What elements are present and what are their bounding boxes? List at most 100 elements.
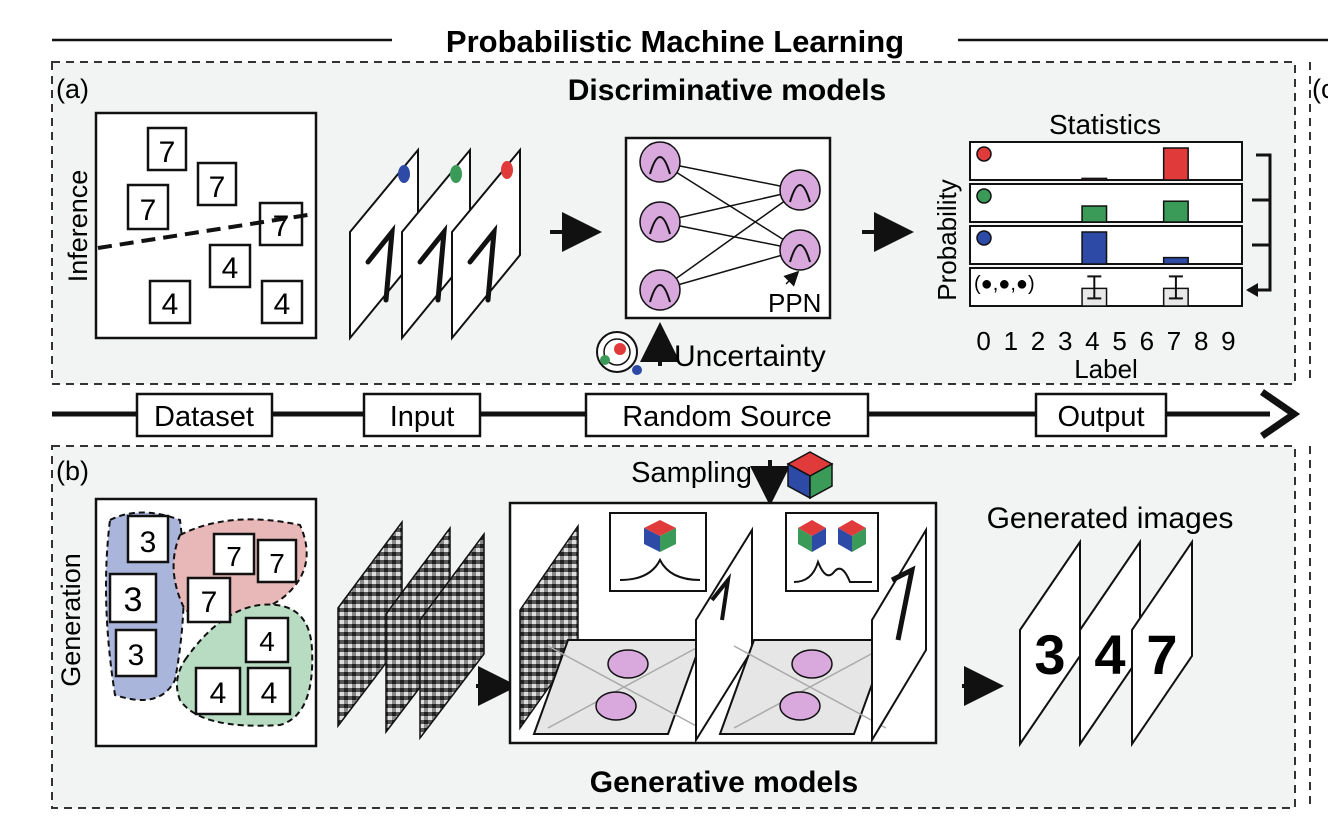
svg-text:Input: Input <box>390 401 455 433</box>
digit-tile: 4 <box>260 279 304 325</box>
generated-image: 7 <box>1131 538 1193 748</box>
y-axis-label: Probability <box>932 179 962 300</box>
red-tag-icon <box>501 161 513 179</box>
bar <box>1081 177 1108 181</box>
chart-row <box>969 225 1243 265</box>
panel-c-letter: (c <box>1312 74 1328 104</box>
tick-label: 0 <box>976 326 990 356</box>
digit-tile: 4 <box>194 666 242 716</box>
inference-dataset: 7 7 7 7 4 4 4 <box>94 111 318 340</box>
row-label-generation: Generation <box>56 553 86 687</box>
combo-label: (●,●,●) <box>974 273 1035 295</box>
tick-label: 5 <box>1112 326 1126 356</box>
chart-row <box>969 141 1243 181</box>
tick-label: 4 <box>1085 326 1099 356</box>
svg-text:7: 7 <box>226 541 242 572</box>
sampling-label: Sampling <box>631 457 752 489</box>
svg-text:4: 4 <box>1094 623 1125 686</box>
distribution-inset <box>609 512 707 592</box>
panel-a-heading: Discriminative models <box>568 74 886 107</box>
svg-text:7: 7 <box>201 586 218 619</box>
svg-text:3: 3 <box>1034 623 1065 686</box>
bar <box>1081 205 1108 223</box>
neuron <box>779 169 821 211</box>
aggregation-bracket <box>1248 153 1272 292</box>
bar <box>1162 256 1189 265</box>
row-label-inference: Inference <box>63 170 93 283</box>
panel-b-letter: (b) <box>56 456 89 486</box>
blue-tag-icon <box>398 165 410 183</box>
generated-images-label: Generated images <box>987 502 1234 535</box>
generative-network <box>508 501 938 745</box>
digit-tile: 7 <box>126 183 170 231</box>
chart-title: Statistics <box>1049 109 1161 140</box>
stage-label-output: Output <box>1034 392 1168 438</box>
svg-text:3: 3 <box>140 526 157 559</box>
uncertainty-label: Uncertainty <box>674 340 826 373</box>
ppn-network: PPN <box>624 136 832 320</box>
digit-tile: 4 <box>148 279 192 325</box>
digit-tile: 4 <box>246 666 292 716</box>
svg-text:7: 7 <box>209 171 226 204</box>
chart-row: (●,●,●) <box>969 267 1243 307</box>
digit-tile: 3 <box>114 628 158 678</box>
svg-text:7: 7 <box>159 136 176 169</box>
panel-a-letter: (a) <box>56 74 89 104</box>
svg-text:7: 7 <box>269 548 285 579</box>
ppn-label: PPN <box>768 288 821 318</box>
chart-row <box>969 183 1243 223</box>
clustered-dataset: 3 3 3 7 7 7 4 4 4 <box>94 497 318 748</box>
neuron <box>779 229 821 271</box>
svg-text:Dataset: Dataset <box>154 401 254 433</box>
digit-tile: 4 <box>244 616 290 664</box>
digit-tile: 7 <box>196 161 238 207</box>
svg-text:3: 3 <box>128 639 145 672</box>
neuron <box>639 141 681 183</box>
noise-input-stack <box>337 519 485 741</box>
stage-label-dataset: Dataset <box>135 392 274 438</box>
svg-text:7: 7 <box>1146 623 1177 686</box>
figure-title: Probabilistic Machine Learning <box>446 24 904 59</box>
input-image-stack <box>349 147 521 341</box>
svg-text:4: 4 <box>162 288 179 321</box>
bar <box>1162 147 1189 181</box>
series-dot-icon <box>976 188 992 204</box>
neuron <box>639 201 681 243</box>
bar <box>1162 200 1189 223</box>
digit-tile: 7 <box>212 532 256 576</box>
pointer-arrow-icon <box>783 270 800 287</box>
bracket-arrow-icon <box>1246 283 1258 297</box>
tick-label: 3 <box>1058 326 1072 356</box>
green-tag-icon <box>450 165 462 183</box>
svg-text:7: 7 <box>273 210 290 243</box>
svg-text:7: 7 <box>140 194 157 227</box>
svg-text:3: 3 <box>124 581 143 619</box>
digit-tile: 7 <box>258 201 304 247</box>
stage-label-input: Input <box>362 392 482 438</box>
x-axis-label: Label <box>1074 354 1138 384</box>
digit-tile: 7 <box>146 126 188 172</box>
series-dot-icon <box>976 146 992 162</box>
tick-label: 2 <box>1031 326 1045 356</box>
tick-label: 8 <box>1194 326 1208 356</box>
svg-text:4: 4 <box>274 288 291 321</box>
svg-text:4: 4 <box>259 626 275 657</box>
pipeline-arrowhead-icon <box>1260 389 1301 439</box>
distribution-inset <box>785 512 879 592</box>
generated-images: 3 4 7 <box>1019 538 1193 748</box>
dice-cube-icon <box>786 451 834 500</box>
digit-tile: 3 <box>126 514 170 564</box>
tick-label: 1 <box>1004 326 1018 356</box>
svg-text:Random Source: Random Source <box>622 401 832 433</box>
digit-tile: 3 <box>108 572 158 624</box>
decision-boundary <box>97 212 315 250</box>
tick-label: 7 <box>1167 326 1181 356</box>
tick-label: 6 <box>1140 326 1154 356</box>
neuron <box>639 269 681 311</box>
digit-tile: 7 <box>256 538 298 584</box>
svg-text:4: 4 <box>222 252 239 285</box>
svg-text:4: 4 <box>261 677 278 710</box>
generated-image: 4 <box>1079 538 1141 748</box>
